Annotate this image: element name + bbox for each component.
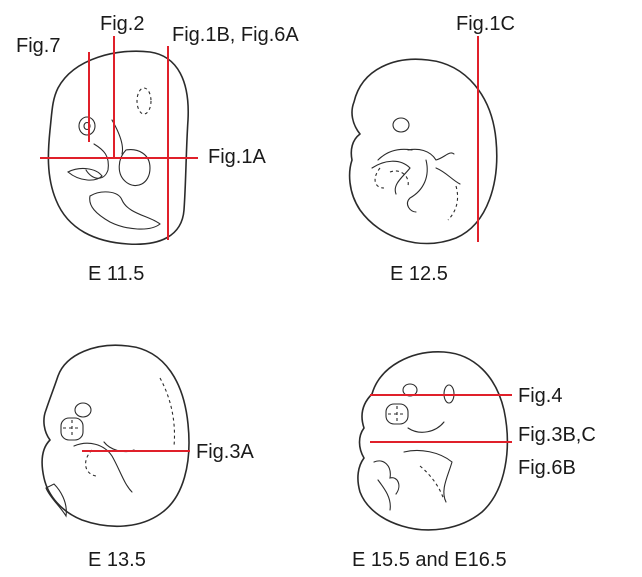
label-fig1a: Fig.1A <box>208 146 266 168</box>
label-fig2: Fig.2 <box>100 13 144 35</box>
label-fig6b: Fig.6B <box>518 457 576 479</box>
stage-label-e12-5: E 12.5 <box>390 263 448 285</box>
stage-label-e13-5: E 13.5 <box>88 549 146 571</box>
embryo-e15-5 <box>358 352 507 530</box>
embryo-e12-5 <box>350 59 497 243</box>
label-fig1c: Fig.1C <box>456 13 515 35</box>
stage-label-e11-5: E 11.5 <box>88 263 144 285</box>
embryo-e13-5 <box>42 345 189 526</box>
stage-label-e15-5-e16-5: E 15.5 and E16.5 <box>352 549 507 571</box>
label-fig4: Fig.4 <box>518 385 562 407</box>
label-fig1b-fig6a: Fig.1B, Fig.6A <box>172 24 299 46</box>
label-fig7: Fig.7 <box>16 35 60 57</box>
label-fig3a: Fig.3A <box>196 441 254 463</box>
label-fig3bc: Fig.3B,C <box>518 424 596 446</box>
